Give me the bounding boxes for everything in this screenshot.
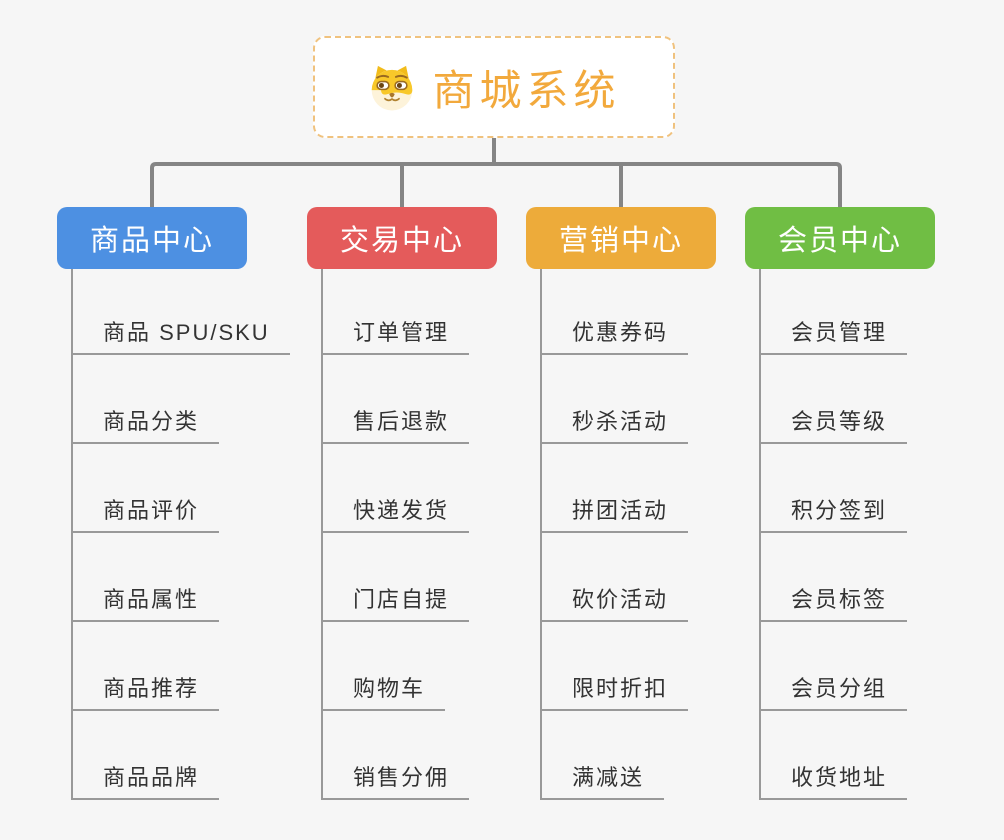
branch-label: 交易中心 — [339, 225, 464, 257]
branch-box-product-center[interactable]: 商品中心 — [57, 207, 247, 269]
branch-box-marketing-center[interactable]: 营销中心 — [526, 207, 716, 269]
branch-product-center: 商品中心 商品 SPU/SKU 商品分类 商品评价 商品属性 商品推荐 商品品牌 — [57, 207, 317, 817]
mindmap-node-item[interactable]: 优惠券码 — [540, 319, 689, 355]
mindmap-node-item[interactable]: 会员分组 — [759, 675, 908, 711]
branch-box-trade-center[interactable]: 交易中心 — [307, 207, 497, 269]
mindmap-node-item[interactable]: 会员管理 — [759, 319, 908, 355]
branch-connector-line — [150, 162, 842, 207]
mindmap-node-item[interactable]: 收货地址 — [759, 764, 908, 800]
mindmap-node-item[interactable]: 商品 SPU/SKU — [71, 319, 290, 355]
branch-trade-center: 交易中心 订单管理 售后退款 快递发货 门店自提 购物车 销售分佣 — [307, 207, 567, 817]
root-node[interactable]: 商城系统 — [313, 36, 675, 138]
root-title: 商城系统 — [432, 66, 621, 114]
branch-member-center: 会员中心 会员管理 会员等级 积分签到 会员标签 会员分组 收货地址 — [745, 207, 1004, 817]
branch-label: 会员中心 — [777, 225, 902, 257]
branch-label: 营销中心 — [558, 225, 683, 257]
mindmap-node-item[interactable]: 商品品牌 — [71, 764, 220, 800]
mindmap-node-item[interactable]: 会员标签 — [759, 586, 908, 622]
mindmap-node-item[interactable]: 商品评价 — [71, 497, 220, 533]
mindmap-node-item[interactable]: 限时折扣 — [540, 675, 689, 711]
branch-trunk-line — [540, 269, 542, 800]
mindmap-node-item[interactable]: 商品属性 — [71, 586, 220, 622]
mindmap-node-item[interactable]: 订单管理 — [321, 319, 470, 355]
mindmap-node-item[interactable]: 商品分类 — [71, 408, 220, 444]
mindmap-node-item[interactable]: 秒杀活动 — [540, 408, 689, 444]
mindmap-node-item[interactable]: 积分签到 — [759, 497, 908, 533]
doge-icon — [367, 62, 417, 112]
mindmap-node-item[interactable]: 会员等级 — [759, 408, 908, 444]
branch-box-member-center[interactable]: 会员中心 — [745, 207, 935, 269]
mindmap-node-item[interactable]: 商品推荐 — [71, 675, 220, 711]
branch-marketing-center: 营销中心 优惠券码 秒杀活动 拼团活动 砍价活动 限时折扣 满减送 — [526, 207, 786, 817]
mindmap-node-item[interactable]: 砍价活动 — [540, 586, 689, 622]
branch-trunk-line — [71, 269, 73, 800]
branch-label: 商品中心 — [89, 225, 214, 257]
mindmap-node-item[interactable]: 购物车 — [321, 675, 446, 711]
mindmap-node-item[interactable]: 拼团活动 — [540, 497, 689, 533]
mindmap-node-item[interactable]: 满减送 — [540, 764, 665, 800]
branch-trunk-line — [759, 269, 761, 800]
mindmap-node-item[interactable]: 售后退款 — [321, 408, 470, 444]
mindmap-node-item[interactable]: 快递发货 — [321, 497, 470, 533]
mindmap-node-item[interactable]: 销售分佣 — [321, 764, 470, 800]
branch-trunk-line — [321, 269, 323, 800]
mindmap-node-item[interactable]: 门店自提 — [321, 586, 470, 622]
